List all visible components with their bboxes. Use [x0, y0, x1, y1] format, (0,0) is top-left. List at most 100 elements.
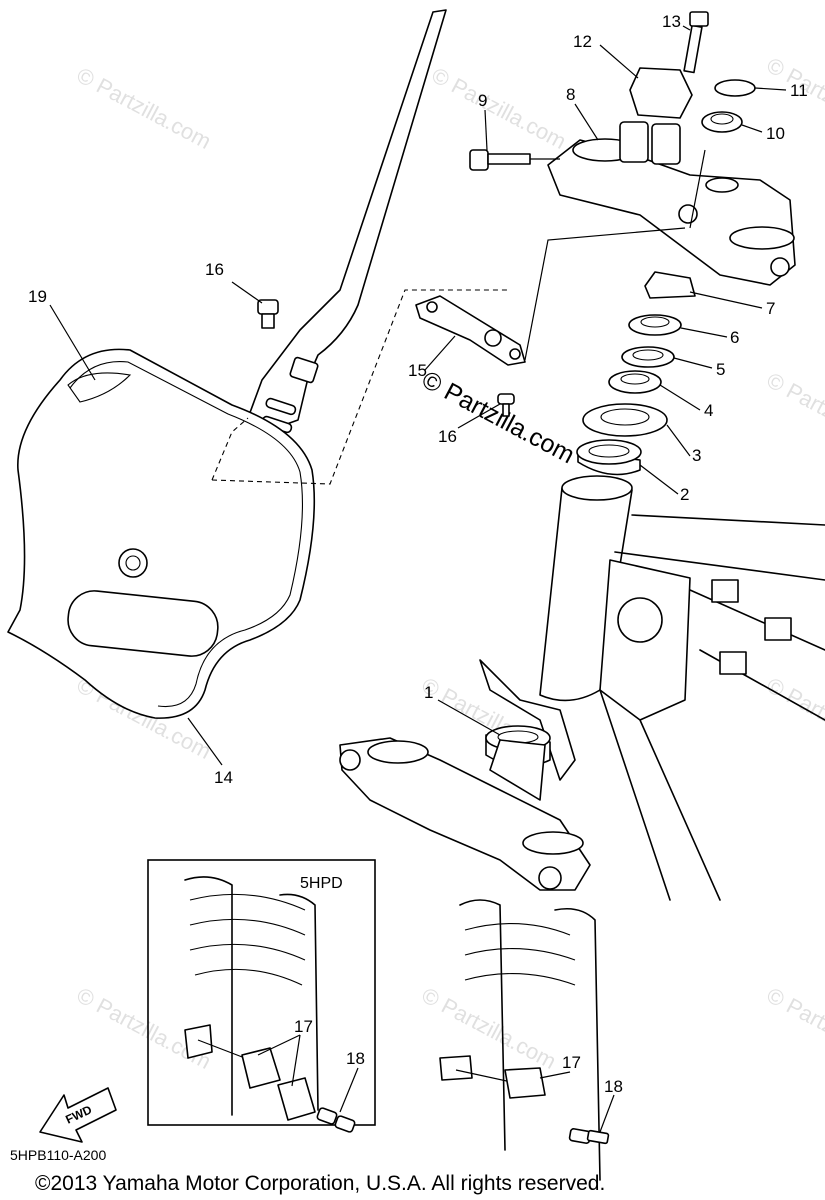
inset-fork-rib — [189, 943, 306, 961]
leader-17 — [539, 1071, 571, 1079]
steering-shaft — [489, 739, 546, 801]
callout-11: 11 — [790, 81, 808, 100]
inset-bolt-18-head — [334, 1115, 356, 1133]
inset-fork-rib — [194, 968, 303, 986]
bolt-18-head — [586, 1129, 610, 1145]
callout-10: 10 — [766, 124, 785, 143]
leader-2 — [639, 464, 679, 495]
cap-11 — [714, 79, 756, 97]
callout-15: 15 — [408, 361, 427, 380]
assembly-axis-line — [524, 227, 686, 361]
inset-fork-tube — [184, 876, 233, 1116]
callout-4: 4 — [704, 401, 713, 420]
fwd-arrow: FWD — [39, 1087, 117, 1143]
leader-12 — [599, 44, 639, 79]
callout-16: 16 — [438, 427, 457, 446]
inset-label: 5HPD — [300, 875, 343, 892]
fork-boot-rib — [464, 973, 576, 986]
inset-5hpd: 5HPD — [147, 859, 376, 1133]
lower-bracket-body — [339, 737, 591, 891]
lower-bracket-bore — [522, 831, 584, 855]
frame-tab — [764, 617, 792, 641]
leader-7 — [689, 291, 763, 309]
stay-slot — [265, 397, 297, 416]
small-parts — [257, 149, 560, 417]
lower-bracket-bore — [367, 740, 429, 764]
leader-9 — [484, 109, 488, 151]
leader-8 — [574, 103, 599, 141]
bolt-9-shank — [487, 153, 531, 165]
seal-bore — [600, 408, 650, 426]
frame-top-tube — [631, 514, 825, 526]
steering-nut-10 — [701, 111, 743, 133]
inset-hose-guide-17 — [277, 1077, 316, 1121]
watermark: © Partzilla.com — [763, 672, 825, 764]
callout-3: 3 — [692, 446, 701, 465]
bolt-16-shank — [261, 313, 275, 329]
leader-lines — [49, 25, 787, 1133]
bracket-hole — [484, 329, 502, 347]
watermark-center: © Partzilla.com — [417, 366, 579, 470]
ring-nut-bore — [640, 316, 670, 328]
leader-4 — [659, 384, 701, 411]
leader-16 — [231, 281, 263, 304]
frame-tab — [719, 651, 747, 675]
fork-right — [439, 899, 610, 1181]
frame-lower-bracket — [479, 659, 576, 781]
callout-18: 18 — [604, 1077, 623, 1096]
inset-fork-rib — [189, 918, 306, 936]
callout-17: 17 — [562, 1053, 581, 1072]
leader-18 — [599, 1094, 615, 1133]
lower-bracket-clamp — [339, 749, 361, 771]
frame-gusset-hole — [617, 597, 663, 643]
leader-1 — [437, 699, 501, 736]
callout-8: 8 — [566, 85, 575, 104]
leader-3 — [666, 424, 691, 457]
bearing-2 — [576, 439, 642, 465]
inset-bolt-18 — [316, 1107, 338, 1125]
callout-1: 1 — [424, 683, 433, 702]
handlebar-holder — [619, 121, 649, 163]
callout-19: 19 — [28, 287, 47, 306]
bolt-13 — [683, 24, 703, 74]
callout-9: 9 — [478, 91, 487, 110]
under-bracket — [339, 725, 591, 891]
bracket-15 — [415, 295, 526, 366]
stay-slot — [289, 356, 319, 384]
bolt-13-head — [689, 11, 709, 27]
frame-top-tube — [614, 551, 825, 581]
fork-tab — [439, 1055, 473, 1081]
steering-stack — [524, 11, 756, 476]
leader-13 — [682, 25, 691, 31]
callout-17: 17 — [294, 1017, 313, 1036]
watermark: © Partzilla.com — [763, 982, 825, 1074]
inset-fork-rib — [189, 893, 306, 911]
leader-5 — [673, 357, 713, 369]
inset-fork-tube — [279, 893, 319, 1111]
upper-handlebar-holder — [629, 67, 693, 119]
lock-washer-7 — [644, 271, 696, 299]
frame-down-tube — [599, 689, 671, 901]
handlebar-holder — [651, 123, 681, 165]
ring-nut-6 — [628, 314, 682, 336]
fork-boot — [554, 907, 601, 1181]
leader-15 — [424, 335, 456, 371]
bracket-hole — [509, 348, 521, 360]
fork-boot — [459, 899, 506, 1151]
crown-bolt-hole — [678, 204, 698, 224]
frame — [479, 475, 825, 901]
leader-18 — [339, 1067, 359, 1113]
steering-head-top — [561, 475, 633, 501]
callout-18: 18 — [346, 1049, 365, 1068]
inset-fork-tab — [184, 1024, 213, 1059]
hidden-line — [211, 289, 510, 485]
fork-boot-rib — [464, 948, 576, 961]
plate-slot — [67, 590, 219, 657]
callout-12: 12 — [573, 32, 592, 51]
callout-6: 6 — [730, 328, 739, 347]
frame-rail — [699, 649, 825, 721]
lower-bracket-clamp — [538, 866, 562, 890]
bolt-9-head — [469, 149, 489, 171]
leader-16 — [457, 403, 501, 429]
yamaha-emblem-inner — [125, 555, 141, 571]
